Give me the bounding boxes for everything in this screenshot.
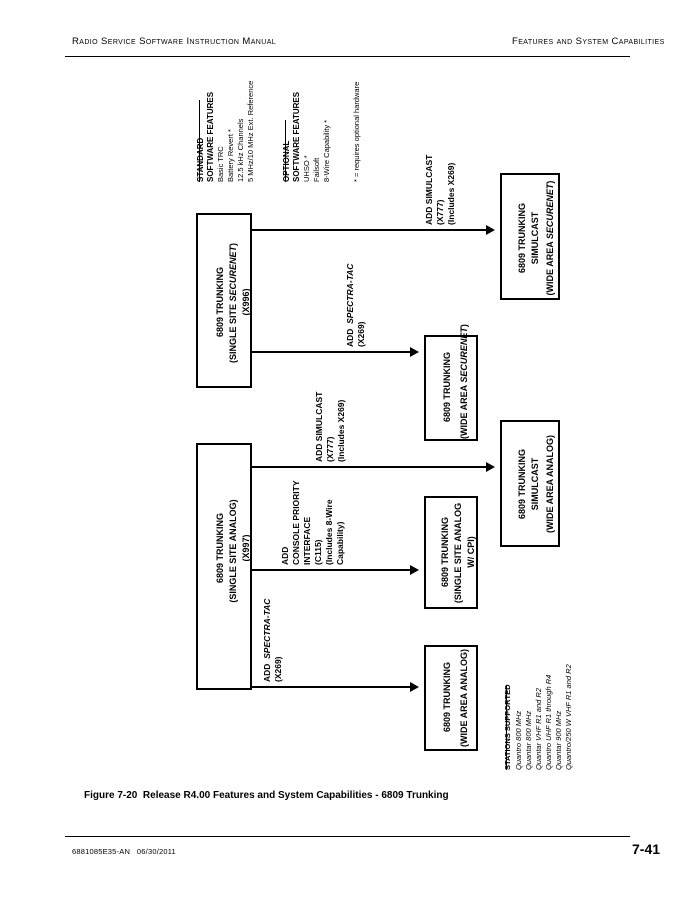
box4-line-1: (SINGLE SITE ANALOG) [228,499,238,603]
label-add-spectratac-mid-line1: (X269) [356,321,366,347]
station-item-1: Quantar 800 MHz [524,710,533,770]
station-item-0: Quantro 800 MHz [514,710,523,770]
station-item-5: Quantro/250 W VHF R1 and R2 [564,664,573,770]
standard-feature-item-3: 5 MHz/10 MHz Ext. Reference [246,80,255,182]
box6-line-1: (SINGLE SITE ANALOG [453,502,463,604]
connector-analog-to-wide-analog [252,686,411,688]
connector-analog-to-simulcast-analog [252,466,487,468]
figure-caption: Figure 7-20 Release R4.00 Features and S… [84,790,614,801]
figure-title: Release R4.00 Features and System Capabi… [142,790,449,801]
box-6809-trunking-simulcast-wide-area-analog: 6809 TRUNKING SIMULCAST (WIDE AREA ANALO… [500,420,560,547]
header-left-title: Radio Service Software Instruction Manua… [72,36,277,47]
standard-features-title-2: SOFTWARE FEATURES [206,91,215,182]
arrow-to-simulcast-analog [486,462,495,472]
box-6809-trunking-single-site-securenet: 6809 TRUNKING (SINGLE SITE SECURENET) (X… [196,213,252,388]
label-add-simulcast-top-line2: (Includes X269) [446,162,456,225]
label-add-cpi-line1: CONSOLE PRIORITY [291,480,301,565]
figure-number: Figure 7-20 [84,790,138,801]
box2-line-1: SIMULCAST [530,211,540,265]
standard-feature-item-0: Basic TRC [216,146,225,182]
box7-line-0: 6809 TRUNKING [442,661,452,733]
header-divider [65,56,630,57]
box5-line-0: 6809 TRUNKING [517,448,527,520]
footer-doc-info: 6881085E35-AN 06/30/2011 [72,847,176,856]
arrow-to-wide-securenet [410,347,419,357]
optional-feature-item-1: Failsoft [312,157,321,182]
box5-line-1: SIMULCAST [530,457,540,511]
standard-feature-item-1: Battery Revert * [226,129,235,182]
box-6809-trunking-single-site-analog: 6809 TRUNKING (SINGLE SITE ANALOG) (X997… [196,443,252,690]
label-add-cpi-line2: INTERFACE [302,516,312,565]
station-item-2: Quantar VHF R1 and R2 [534,688,543,770]
label-add-spectratac-mid-line0: ADD SPECTRA-TAC [345,263,355,347]
label-add-simulcast-lower-line1: (X777) [325,436,335,462]
standard-features-rule [199,100,200,182]
box3-line-1: (WIDE AREA SECURENET) [459,324,469,439]
arrow-to-simulcast-securenet [486,225,495,235]
stations-supported-rule [506,686,507,770]
label-add-cpi-line0: ADD [280,546,290,565]
stations-supported-title: STATIONS SUPPORTED [503,684,512,770]
box-6809-trunking-single-site-analog-cpi: 6809 TRUNKING (SINGLE SITE ANALOG W/ CPI… [424,496,478,609]
station-item-4: Quantar 900 MHz [554,710,563,770]
box2-line-2: (WIDE AREA SECURENET) [545,180,555,296]
box4-line-2: (X997) [241,534,251,562]
box-6809-trunking-wide-area-analog: 6809 TRUNKING (WIDE AREA ANALOG) [424,645,478,751]
optional-features-title-1: OPTIONAL [282,140,291,182]
standard-features-title-1: STANDARD [196,137,205,182]
box7-line-1: (WIDE AREA ANALOG) [459,649,469,747]
arrow-to-wide-analog [410,682,419,692]
label-add-simulcast-top-line0: ADD SIMULCAST [424,154,434,225]
box-6809-trunking-wide-area-securenet: 6809 TRUNKING (WIDE AREA SECURENET) [424,324,478,441]
connector-securenet-to-simulcast-securenet [252,229,487,231]
box4-line-0: 6809 TRUNKING [215,512,225,584]
header-right-title: Features and System Capabilities [512,36,665,47]
footer-date: 06/30/2011 [136,847,176,856]
label-add-spectratac-low-line0: ADD SPECTRA-TAC [262,598,272,682]
label-add-simulcast-lower-line0: ADD SIMULCAST [314,391,324,462]
footer-divider [65,836,630,837]
optional-features-rule [285,120,286,182]
optional-feature-item-0: UHSO * [302,155,311,182]
label-add-cpi-line3: (C115) [313,539,323,565]
label-add-simulcast-top-line1: (X777) [435,199,445,225]
box1-line-2: (X996) [241,288,251,316]
arrow-to-analog-cpi [410,565,419,575]
box2-line-0: 6809 TRUNKING [517,202,527,274]
box-6809-trunking-simulcast-wide-area-securenet: 6809 TRUNKING SIMULCAST (WIDE AREA SECUR… [500,173,560,300]
label-add-spectratac-low-line1: (X269) [273,656,283,682]
box1-line-1: (SINGLE SITE SECURENET) [228,242,238,364]
connector-securenet-to-wide-securenet [252,351,411,353]
box6-line-2: W/ CPI) [466,536,476,568]
box1-line-0: 6809 TRUNKING [215,266,225,338]
legend-footnote: * = requires optional hardware [352,81,361,182]
box5-line-2: (WIDE AREA ANALOG) [545,435,555,533]
box6-line-0: 6809 TRUNKING [440,516,450,588]
label-add-cpi-line5: Capability) [335,521,345,565]
optional-feature-item-2: 8-Wire Capability * [322,119,331,182]
label-add-simulcast-lower-line2: (Includes X269) [336,399,346,462]
page-number: 7-41 [632,841,661,857]
optional-features-title-2: SOFTWARE FEATURES [292,91,301,182]
connector-analog-to-analog-cpi [252,569,411,571]
footer-doc-id: 6881085E35-AN [72,847,131,856]
box3-line-0: 6809 TRUNKING [442,351,452,423]
label-add-cpi-line4: (Includes 8-Wire [324,499,334,565]
station-item-3: Quantro UHF R1 through R4 [544,674,553,770]
standard-feature-item-2: 12.5 kHz Channels [236,118,245,182]
